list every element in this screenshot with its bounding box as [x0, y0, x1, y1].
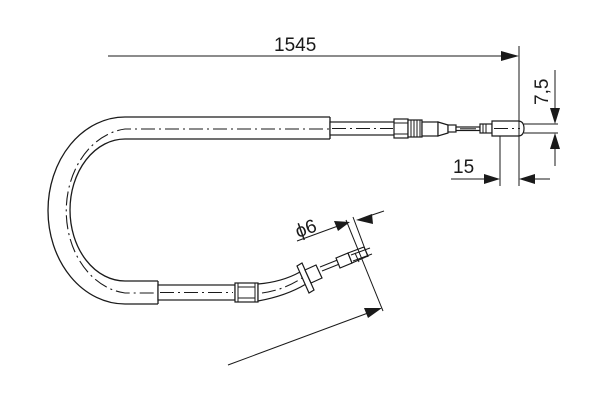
dimension-overall-length: 1545	[108, 35, 520, 186]
dimension-label-1545: 1545	[274, 35, 316, 56]
dimension-label-15: 15	[453, 157, 474, 178]
dimension-label-7-5: 7,5	[532, 79, 553, 105]
dimension-label-diameter: ϕ6	[293, 216, 320, 243]
top-end-fitting	[329, 118, 558, 139]
dimension-end-length: 15	[451, 136, 550, 186]
bottom-end-fitting	[157, 246, 373, 303]
dimension-angled-length	[227, 308, 382, 366]
cable-sheath	[47, 116, 395, 305]
dimension-end-height: 7,5	[532, 70, 560, 166]
